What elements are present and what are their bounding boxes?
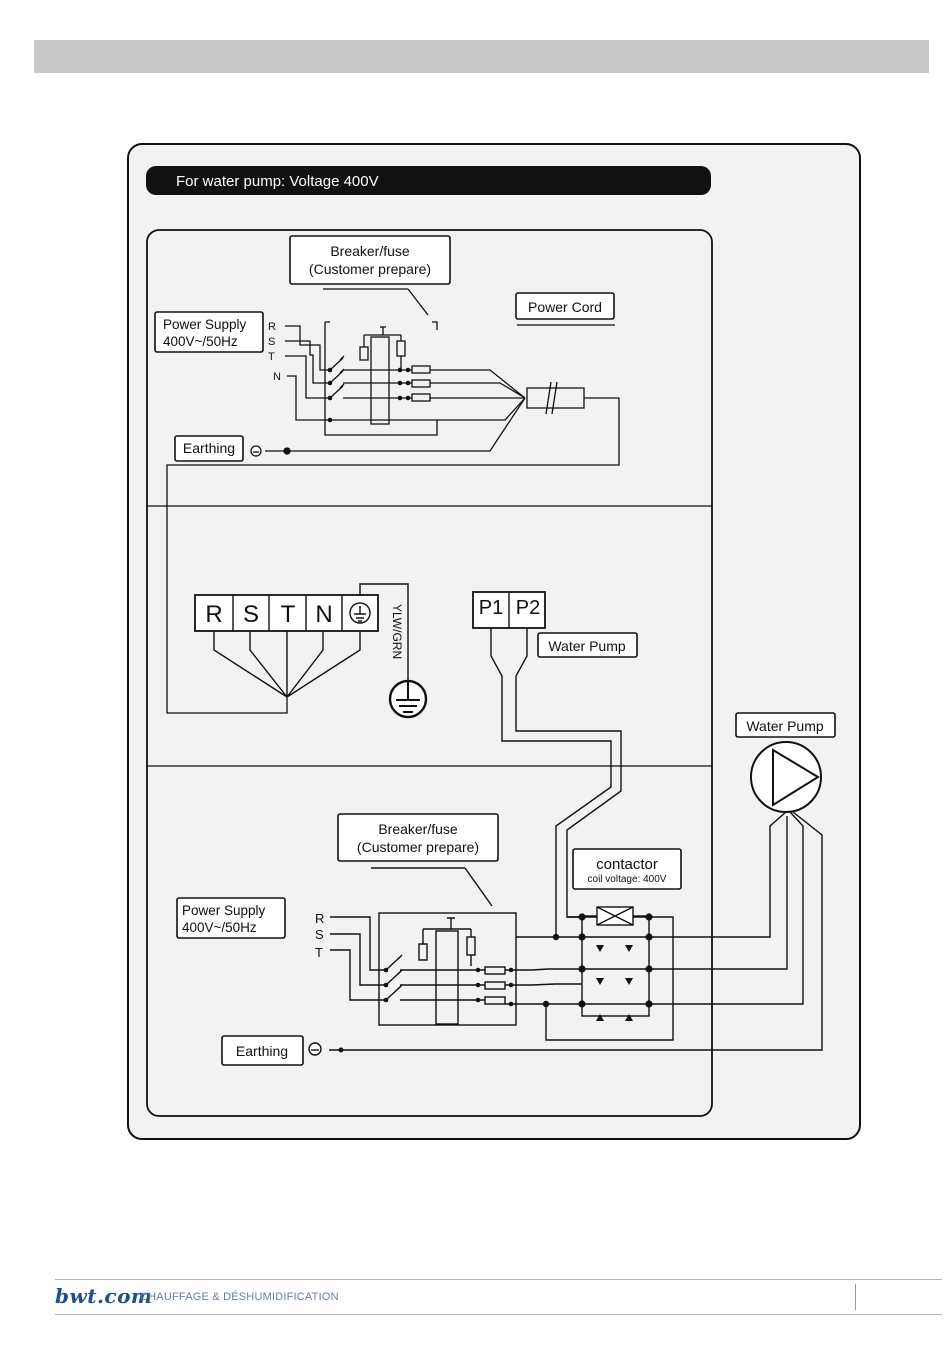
terminal-label-r: R — [205, 601, 222, 628]
footer-tagline: CHAUFFAGE & DÉSHUMIDIFICATION — [140, 1291, 339, 1303]
breaker-label-line1: Breaker/fuse — [330, 243, 410, 259]
power-supply-label-bottom-line2: 400V~/50Hz — [182, 920, 257, 935]
pump-terminal-p1: P1 — [479, 597, 503, 619]
breaker-label-bottom-line2: (Customer prepare) — [357, 839, 479, 855]
phase-label-r-bottom: R — [315, 911, 324, 926]
terminal-label-t: T — [281, 601, 296, 628]
earthing-label: Earthing — [183, 440, 235, 456]
phase-label-t: T — [268, 351, 275, 363]
ground-wire-label: YLW/GRN — [390, 604, 404, 659]
neutral-label-n: N — [273, 371, 281, 383]
contactor-label: contactor — [596, 856, 658, 873]
footer-separator — [855, 1284, 856, 1310]
water-pump-label-middle: Water Pump — [548, 638, 625, 654]
power-supply-label-line1: Power Supply — [163, 317, 247, 332]
terminal-label-n: N — [315, 601, 332, 628]
phase-label-s-bottom: S — [315, 927, 324, 942]
phase-label-s: S — [268, 336, 275, 348]
phase-label-t-bottom: T — [315, 945, 323, 960]
inner-panel — [147, 230, 712, 1116]
terminal-label-s: S — [243, 601, 259, 628]
phase-label-r: R — [268, 321, 276, 333]
pump-terminal-p2: P2 — [516, 597, 540, 619]
diagram-title: For water pump: Voltage 400V — [176, 173, 379, 190]
footer-divider-top — [55, 1279, 942, 1280]
breaker-label-line2: (Customer prepare) — [309, 261, 431, 277]
power-supply-label-line2: 400V~/50Hz — [163, 334, 238, 349]
footer-brand-logo: bwt.com — [55, 1284, 153, 1308]
power-cord-label: Power Cord — [528, 299, 602, 315]
earthing-label-bottom: Earthing — [236, 1043, 288, 1059]
water-pump-label-right: Water Pump — [746, 718, 823, 734]
power-supply-label-bottom-line1: Power Supply — [182, 903, 266, 918]
breaker-label-bottom-line1: Breaker/fuse — [378, 821, 458, 837]
water-pump-symbol — [751, 742, 821, 812]
footer-divider-bottom — [55, 1314, 942, 1315]
coil-voltage-label: coil voltage: 400V — [588, 874, 667, 885]
